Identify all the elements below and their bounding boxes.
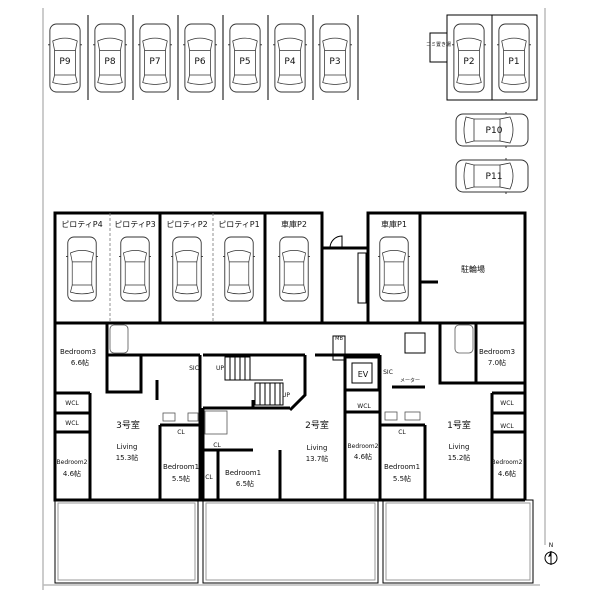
parking-label-p2: P2 — [463, 57, 474, 67]
parking-label-p7: P7 — [149, 57, 160, 67]
parking-label-piloti-p3: ピロティP3 — [114, 220, 155, 229]
room-label: Bedroom2 — [492, 459, 523, 466]
bicycle-parking-label: 駐輪場 — [461, 264, 485, 274]
balconies — [54, 499, 534, 584]
parking-label-piloti-p4: ピロティP4 — [61, 220, 102, 229]
room-label: Living — [307, 444, 328, 452]
stair-up-label: UP — [216, 365, 224, 372]
room-size: 6.6帖 — [71, 358, 89, 367]
car-building-slot — [278, 236, 310, 302]
room-label: Bedroom2 — [348, 443, 379, 450]
room-label: CL — [205, 474, 213, 481]
unit-2: 2号室 Living 13.7帖 Bedroom1 6.5帖 Bedroom2 … — [205, 403, 378, 488]
room-label: Bedroom2 — [57, 459, 88, 466]
car-building-slot — [119, 236, 151, 302]
parking-label-p5: P5 — [239, 57, 250, 67]
meter-label: メーター — [400, 377, 420, 384]
room-label: SIC — [383, 369, 393, 376]
parking-label-p1: P1 — [508, 57, 519, 67]
room-label: WCL — [500, 423, 514, 430]
unit-name: 1号室 — [447, 419, 471, 431]
room-size: 6.5帖 — [236, 479, 254, 488]
room-label: Bedroom3 — [479, 348, 515, 356]
stair-up-label: UP — [282, 392, 290, 399]
room-label: Bedroom1 — [225, 469, 261, 477]
room-label: Bedroom3 — [60, 348, 96, 356]
parking-label-p9: P9 — [59, 57, 70, 67]
unit-name: 2号室 — [305, 419, 329, 431]
parking-label-piloti-p2: ピロティP2 — [166, 220, 207, 229]
car-building-slot — [171, 236, 203, 302]
site-boundary — [42, 8, 546, 590]
north-label: N — [549, 542, 554, 549]
room-size: 5.5帖 — [172, 474, 190, 483]
room-label: CL — [177, 429, 185, 436]
mb-label: MB — [335, 336, 343, 342]
north-arrow-icon: N — [544, 542, 558, 565]
room-label: CL — [213, 442, 221, 449]
parking-label-piloti-p1: ピロティP1 — [218, 220, 259, 229]
room-label: Bedroom1 — [163, 463, 199, 471]
room-label: WCL — [500, 400, 514, 407]
parking-label-garage-p1: 車庫P1 — [381, 219, 407, 229]
car-building-slot — [223, 236, 255, 302]
parking-label-p3: P3 — [329, 57, 340, 67]
unit-3: Bedroom3 6.6帖 WCL WCL 3号室 Living 15.3帖 B… — [57, 348, 200, 483]
room-label: SIC — [189, 365, 199, 372]
room-size: 7.0帖 — [488, 358, 506, 367]
parking-label-p6: P6 — [194, 57, 205, 67]
room-size: 4.6帖 — [354, 452, 372, 461]
room-label: WCL — [65, 420, 79, 427]
room-size: 4.6帖 — [498, 469, 516, 478]
building-parking-row — [53, 211, 527, 323]
parking-label-p11: P11 — [486, 172, 503, 182]
unit-name: 3号室 — [116, 419, 140, 431]
room-size: 4.6帖 — [63, 469, 81, 478]
parking-label-p10: P10 — [486, 126, 503, 136]
units-walls — [53, 321, 527, 502]
room-size: 15.3帖 — [116, 453, 139, 462]
room-label: Living — [117, 443, 138, 451]
room-label: Living — [449, 443, 470, 451]
room-label: Bedroom1 — [384, 463, 420, 471]
room-label: WCL — [65, 400, 79, 407]
room-label: WCL — [357, 403, 371, 410]
car-building-slot — [378, 236, 410, 302]
parking-label-p8: P8 — [104, 57, 115, 67]
elevator-label: EV — [358, 370, 369, 379]
room-label: CL — [398, 429, 406, 436]
room-size: 15.2帖 — [448, 453, 471, 462]
parking-label-garage-p2: 車庫P2 — [281, 219, 307, 229]
room-size: 13.7帖 — [306, 454, 329, 463]
garbage-area-label: ゴミ置き場 — [426, 41, 451, 48]
unit-1: Bedroom3 7.0帖 WCL WCL 1号室 Living 15.2帖 B… — [383, 348, 523, 483]
room-size: 5.5帖 — [393, 474, 411, 483]
car-building-slot — [66, 236, 98, 302]
parking-label-p4: P4 — [284, 57, 295, 67]
garbage-area-box — [429, 32, 448, 63]
